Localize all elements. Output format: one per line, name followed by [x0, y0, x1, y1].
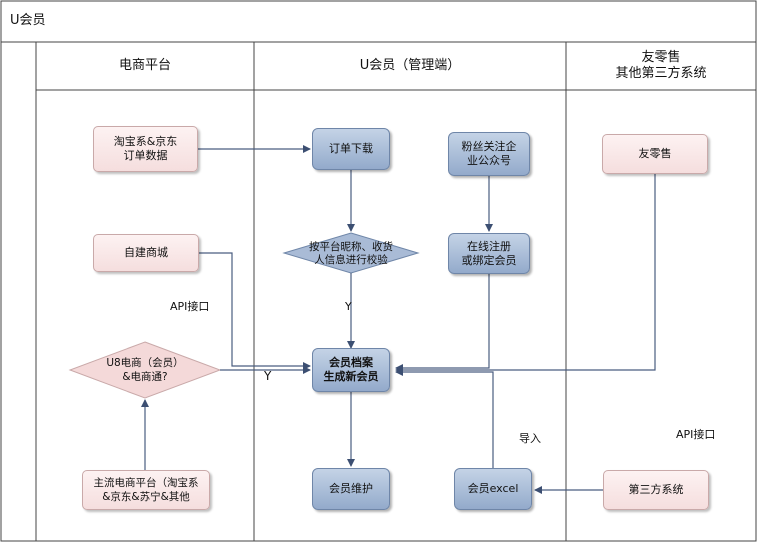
verify-decision-node: 按平台昵称、收货 人信息进行校验: [309, 241, 393, 266]
yes-label-u8: Y: [264, 369, 272, 383]
member-archive-node: 会员档案 生成新会员: [312, 348, 390, 392]
lane-title-admin: U会员（管理端）: [359, 58, 461, 73]
member-maintain-node: 会员维护: [312, 468, 390, 510]
self-mall-node: 自建商城: [93, 234, 199, 272]
member-excel-node: 会员excel: [454, 468, 532, 510]
order-download-node: 订单下载: [312, 128, 390, 170]
api-label-left: API接口: [170, 300, 210, 313]
mainstream-platforms-node: 主流电商平台（淘宝系 &京东&苏宁&其他: [82, 470, 210, 510]
yes-label-verify: Y: [345, 300, 352, 313]
edge-youretail-to-archive: [395, 174, 656, 374]
third-system-node: 第三方系统: [603, 470, 709, 510]
lane-title-ecommerce: 电商平台: [118, 58, 171, 73]
edge-selfmall-to-archive: [199, 252, 311, 370]
edge-register-to-archive: [395, 274, 490, 372]
online-register-node: 在线注册 或绑定会员: [448, 233, 530, 274]
api-label-right: API接口: [676, 428, 716, 441]
u8-decision-node: U8电商（会员） &电商通?: [106, 357, 184, 383]
u8-diamond-shape: [68, 341, 222, 399]
lane-title-third-party: 友零售 其他第三方系统: [615, 50, 707, 81]
fans-follow-node: 粉丝关注企 业公众号: [448, 132, 530, 176]
edge-excel-to-archive: [395, 368, 494, 468]
pool-title: U会员: [10, 13, 46, 28]
import-label: 导入: [519, 432, 541, 445]
taobao-jd-orders-node: 淘宝系&京东 订单数据: [93, 126, 198, 172]
you-retail-node: 友零售: [602, 134, 708, 174]
